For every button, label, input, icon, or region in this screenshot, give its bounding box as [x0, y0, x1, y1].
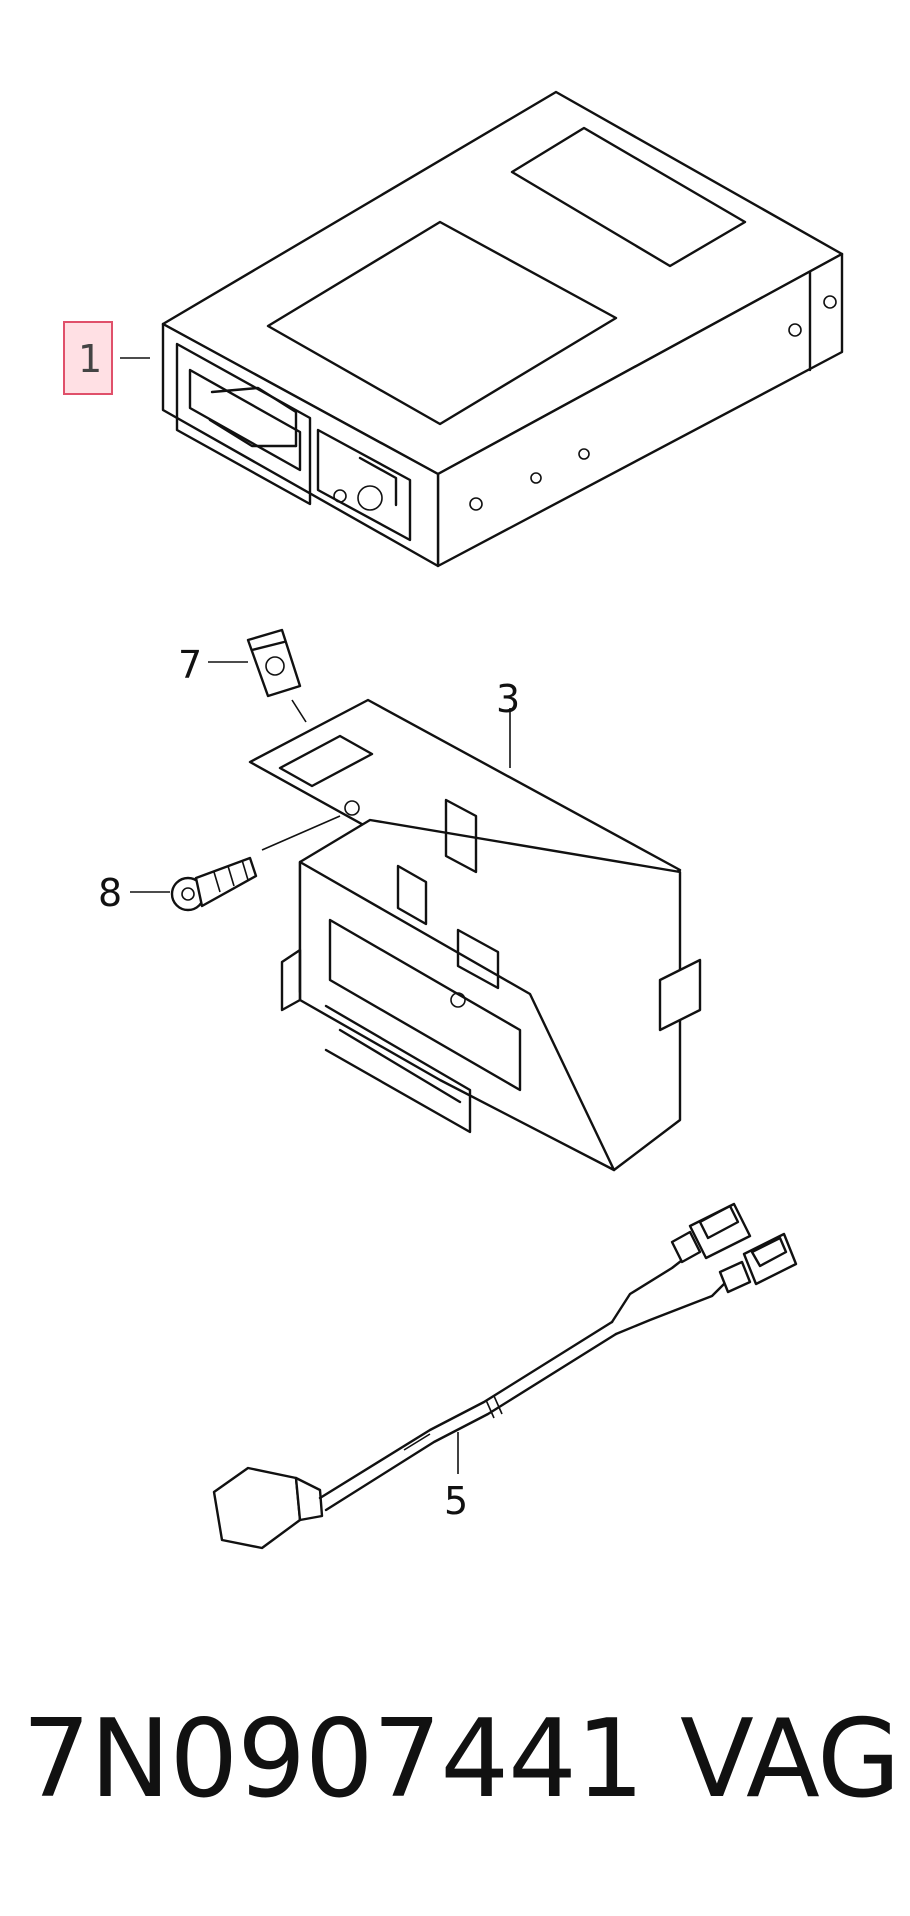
callout-1: 1	[78, 337, 102, 381]
part-number: 7N0907441	[22, 1697, 644, 1822]
brand-label: VAG	[680, 1697, 901, 1822]
clip-nut	[246, 628, 307, 723]
callout-5: 5	[444, 1479, 468, 1523]
camera-harness	[212, 1202, 798, 1550]
callout-1-highlight	[63, 321, 113, 395]
mounting-bracket	[248, 698, 702, 1172]
control-unit	[120, 90, 844, 568]
callout-7: 7	[178, 643, 202, 687]
callout-8: 8	[98, 871, 122, 915]
footer-row: 7N0907441 VAG	[0, 1695, 910, 1825]
callout-3: 3	[496, 677, 520, 721]
bolt	[170, 815, 341, 912]
